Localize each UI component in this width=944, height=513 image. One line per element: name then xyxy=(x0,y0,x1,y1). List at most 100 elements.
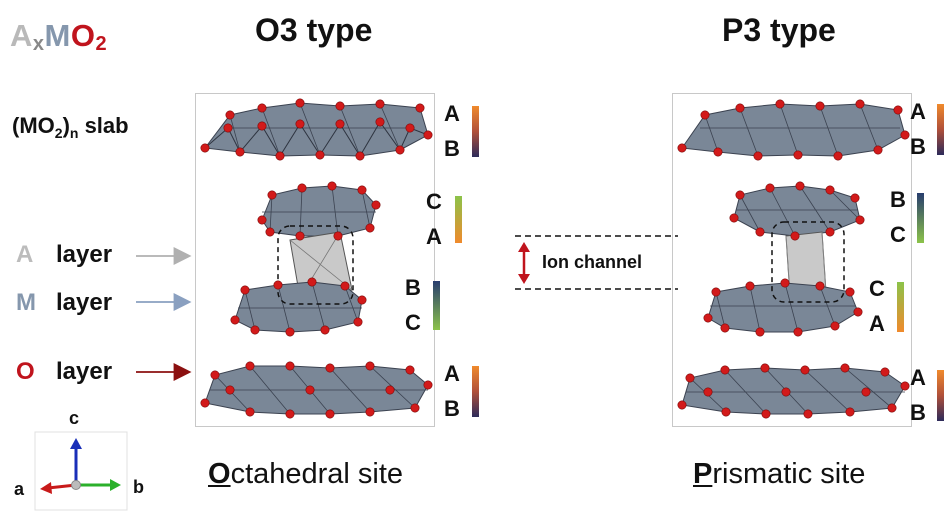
p3-stack-bar-3 xyxy=(897,282,904,332)
o3-stack-bar-4 xyxy=(472,366,479,417)
oxygen-atom xyxy=(775,99,785,109)
oxygen-atom xyxy=(761,409,771,419)
oxygen-atom xyxy=(375,99,385,109)
oxygen-atom xyxy=(793,150,803,160)
oxygen-atom xyxy=(853,307,863,317)
oxygen-atom xyxy=(200,143,210,153)
oxygen-atom xyxy=(250,325,260,335)
slab-label-prefix: (MO xyxy=(12,113,55,138)
oxygen-atom xyxy=(357,295,367,305)
o3-stack-1-bottom: B xyxy=(444,136,460,161)
formula-o: O xyxy=(70,18,96,53)
oxygen-atom xyxy=(385,385,395,395)
oxygen-atom xyxy=(880,367,890,377)
oxygen-atom xyxy=(275,151,285,161)
oxygen-atom xyxy=(353,317,363,327)
oxygen-atom xyxy=(295,98,305,108)
p3-stack-2-top: B xyxy=(890,187,906,212)
oxygen-atom xyxy=(355,151,365,161)
oxygen-atom xyxy=(700,110,710,120)
oxygen-atom xyxy=(325,363,335,373)
axis-c-label: c xyxy=(69,408,80,428)
o3-site-rest: ctahedral site xyxy=(230,458,404,490)
formula-title: AxMO2 xyxy=(10,18,108,55)
oxygen-atom xyxy=(735,190,745,200)
formula-m: M xyxy=(44,18,71,53)
o3-stack-1-top: A xyxy=(444,101,460,126)
oxygen-atom xyxy=(685,373,695,383)
slab-label-close: ) xyxy=(62,113,70,138)
formula-2: 2 xyxy=(95,33,108,55)
oxygen-atom xyxy=(745,281,755,291)
p3-stack-1-top: A xyxy=(910,99,926,124)
oxygen-atom xyxy=(245,361,255,371)
oxygen-atom xyxy=(795,181,805,191)
o3-stack-2-top: C xyxy=(426,189,442,214)
p3-stack-3-bottom: A xyxy=(869,311,885,336)
p3-slab-bottom xyxy=(681,367,906,415)
oxygen-atom xyxy=(423,380,433,390)
o3-stack-4-bottom: B xyxy=(444,396,460,421)
slab-label-subn: n xyxy=(69,125,79,141)
oxygen-atom xyxy=(325,409,335,419)
oxygen-atom xyxy=(840,363,850,373)
oxygen-atom xyxy=(225,385,235,395)
o3-stack-bar-3 xyxy=(433,281,440,330)
oxygen-atom xyxy=(873,145,883,155)
p3-stack-4-top: A xyxy=(910,365,926,390)
axis-a-label: a xyxy=(14,479,25,499)
oxygen-atom xyxy=(410,403,420,413)
oxygen-atom xyxy=(257,215,267,225)
oxygen-atom xyxy=(703,387,713,397)
oxygen-atom xyxy=(210,370,220,380)
p3-site-caption: Prismatic site xyxy=(693,458,865,491)
oxygen-atom xyxy=(327,181,337,191)
oxygen-atom xyxy=(790,231,800,241)
p3-stack-4-bottom: B xyxy=(910,400,926,425)
oxygen-atom xyxy=(815,101,825,111)
oxygen-atom xyxy=(755,227,765,237)
oxygen-atom xyxy=(320,325,330,335)
oxygen-atom xyxy=(900,381,910,391)
o3-site-caption: Octahedral site xyxy=(208,458,403,491)
o3-site-first-letter: O xyxy=(208,458,231,490)
oxygen-atom xyxy=(257,103,267,113)
oxygen-atom xyxy=(423,130,433,140)
oxygen-atom xyxy=(793,327,803,337)
a-layer-text: layer xyxy=(56,241,113,268)
oxygen-atom xyxy=(780,278,790,288)
o3-stack-3-bottom: C xyxy=(405,310,421,335)
oxygen-atom xyxy=(861,387,871,397)
oxygen-atom xyxy=(735,103,745,113)
oxygen-atom xyxy=(803,409,813,419)
oxygen-atom xyxy=(405,365,415,375)
oxygen-atom xyxy=(375,117,385,127)
oxygen-atom xyxy=(887,403,897,413)
formula-x: x xyxy=(32,33,45,55)
p3-stack-3-top: C xyxy=(869,276,885,301)
oxygen-atom xyxy=(815,281,825,291)
oxygen-atoms xyxy=(200,98,910,419)
p3-site-highlight xyxy=(771,221,845,303)
oxygen-atom xyxy=(245,407,255,417)
oxygen-atom xyxy=(845,287,855,297)
oxygen-atom xyxy=(711,287,721,297)
slab-label-suffix: slab xyxy=(78,113,129,138)
oxygen-atom xyxy=(307,277,317,287)
oxygen-atom xyxy=(825,185,835,195)
oxygen-atom xyxy=(825,227,835,237)
p3-stack-bar-4 xyxy=(937,370,944,421)
oxygen-atom xyxy=(295,231,305,241)
oxygen-atom xyxy=(315,150,325,160)
oxygen-atom xyxy=(223,123,233,133)
formula-a: A xyxy=(10,18,33,53)
oxygen-atom xyxy=(371,200,381,210)
oxygen-atom xyxy=(395,145,405,155)
oxygen-atom xyxy=(845,407,855,417)
p3-stack-bar-1 xyxy=(937,104,944,155)
oxygen-atom xyxy=(765,183,775,193)
o-layer-text: layer xyxy=(56,358,113,385)
p3-site-first-letter: P xyxy=(693,458,713,490)
